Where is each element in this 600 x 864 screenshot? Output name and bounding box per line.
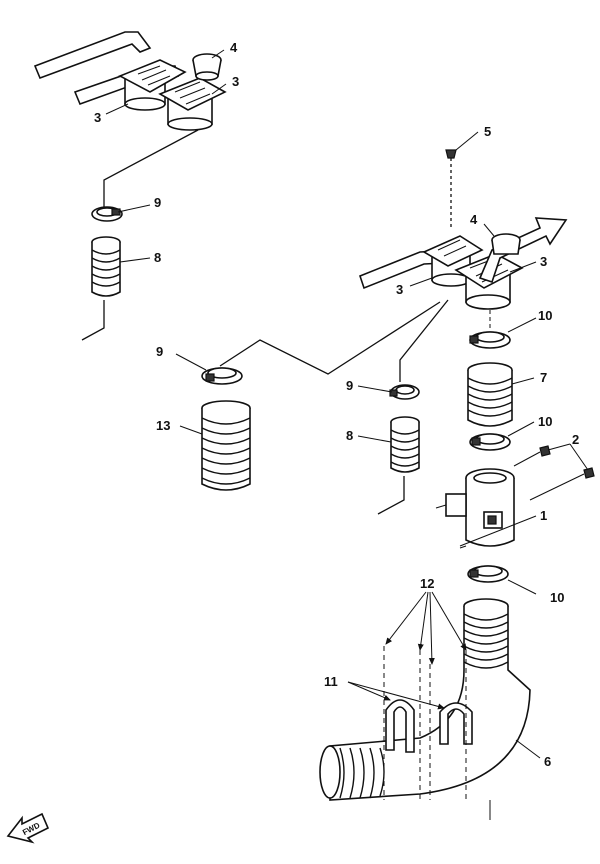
hose-clamp-10-a — [469, 331, 511, 349]
bolt-2-a — [513, 445, 551, 467]
callout-7: 7 — [540, 370, 547, 385]
corrugated-hose-7 — [467, 362, 513, 427]
hose-clip-11-a — [385, 699, 415, 753]
water-lock-body-1 — [445, 468, 515, 547]
callout-9-top: 9 — [154, 195, 161, 210]
forward-direction-icon: FWD — [6, 812, 50, 844]
callout-4-mid: 4 — [470, 212, 478, 227]
elbow-hose-6 — [319, 598, 531, 801]
callout-11: 11 — [324, 674, 338, 689]
callout-3-top-left: 3 — [94, 110, 101, 125]
duct-left-a — [118, 59, 187, 111]
hose-clamp-10-b — [469, 433, 511, 451]
hose-clamp-10-d — [467, 565, 509, 583]
callout-9-mid: 9 — [346, 378, 353, 393]
callout-3-top-right: 3 — [232, 74, 239, 89]
hose-clip-11-b — [439, 702, 473, 745]
airflow-arrow-upper — [33, 31, 152, 80]
callout-12: 12 — [420, 576, 434, 591]
callout-8-mid: 8 — [346, 428, 353, 443]
corrugated-hose-8-a — [91, 236, 121, 297]
vent-cap-a — [192, 53, 222, 81]
corrugated-hose-13 — [201, 400, 251, 491]
callout-13: 13 — [156, 418, 170, 433]
hose-clamp-10-c — [201, 367, 243, 385]
vent-cap-b — [491, 233, 521, 255]
callout-10-c: 9 — [156, 344, 163, 359]
routing-line-a — [103, 129, 199, 208]
routing-line-e — [377, 476, 405, 515]
routing-line-b — [81, 300, 105, 341]
callout-10-a: 10 — [538, 308, 552, 323]
callout-8-top: 8 — [154, 250, 161, 265]
bolt-2-b — [529, 467, 595, 501]
top-left-vent-assembly — [33, 31, 227, 341]
leader-lines — [105, 49, 589, 759]
callout-5: 5 — [484, 124, 491, 139]
hose-clamp-9-a — [91, 206, 123, 222]
hose-clamp-9-b — [389, 384, 420, 400]
callout-3-mid-left: 3 — [396, 282, 403, 297]
routing-line-d — [219, 301, 441, 375]
callout-labels: 4 3 3 9 8 5 4 3 3 10 9 7 9 10 13 8 2 1 1… — [94, 40, 579, 769]
callout-4-top: 4 — [230, 40, 238, 55]
routing-line-c — [399, 299, 449, 382]
callout-10-b: 10 — [538, 414, 552, 429]
callout-3-mid-right: 3 — [540, 254, 547, 269]
callout-2: 2 — [572, 432, 579, 447]
screw-5 — [445, 149, 457, 230]
corrugated-hose-8-b — [390, 416, 420, 473]
callout-10-d: 10 — [550, 590, 564, 605]
callout-1: 1 — [540, 508, 547, 523]
duct-left-b — [158, 77, 227, 131]
callout-6: 6 — [544, 754, 551, 769]
right-vent-assembly — [219, 149, 595, 820]
